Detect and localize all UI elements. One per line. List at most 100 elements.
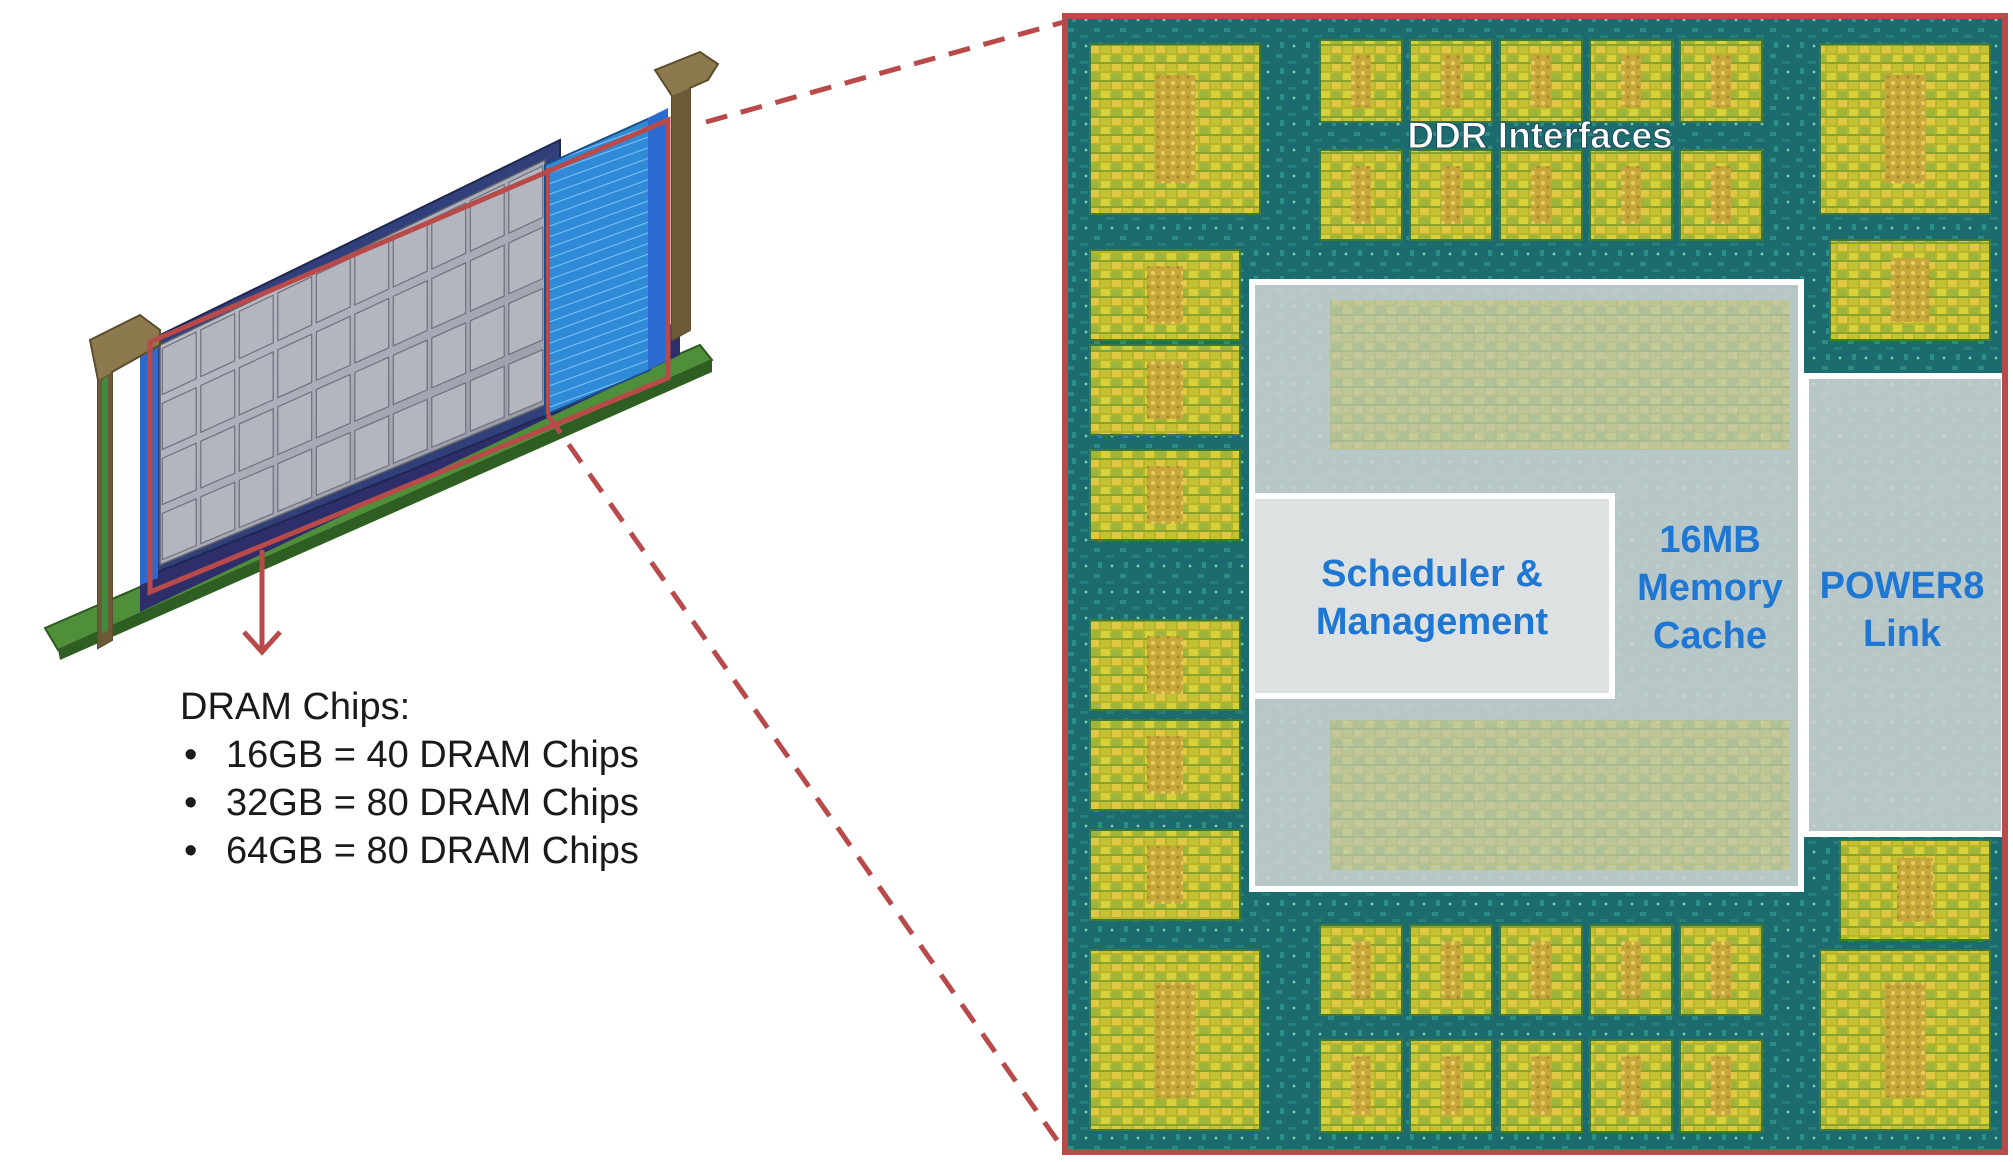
bullet-mark: •	[184, 830, 198, 872]
dram-chip	[200, 481, 236, 545]
logic-block	[1409, 1039, 1493, 1133]
dimm-latch-right	[653, 50, 720, 342]
bullet-mark: •	[184, 782, 198, 824]
io-cell	[1351, 1056, 1371, 1116]
callout-arrow	[242, 550, 282, 656]
io-cell	[1890, 258, 1930, 322]
cache-label-line2: Memory	[1637, 567, 1783, 609]
bullet-mark: •	[184, 734, 198, 776]
scheduler-label-line2: Management	[1316, 601, 1549, 643]
dimm-pcb-edge	[58, 360, 712, 660]
die-highlight-frame	[1062, 13, 2008, 1155]
zoom-lines	[545, 19, 1067, 1152]
io-cell	[1531, 166, 1551, 224]
io-cell	[1441, 166, 1461, 224]
io-cell	[1621, 941, 1641, 999]
capacity-text: 16GB = 40 DRAM Chips	[226, 734, 639, 776]
io-cell	[1711, 54, 1731, 108]
dram-chip	[354, 356, 390, 423]
io-cell	[1531, 54, 1551, 108]
dram-chip-grid	[161, 165, 544, 561]
logic-block	[1839, 839, 1991, 941]
dram-chip	[469, 365, 505, 433]
die-logic-blocks	[1089, 39, 1991, 1133]
dram-chip	[431, 261, 467, 330]
dram-chip	[508, 348, 544, 417]
dram-chip	[238, 407, 274, 473]
caption-heading: DRAM Chips:	[180, 686, 411, 728]
dimm-latch-left	[88, 313, 161, 650]
dram-chip	[508, 287, 544, 356]
power8-label-line1: POWER8	[1820, 565, 1985, 607]
dram-chip	[469, 304, 505, 373]
logic-block	[1319, 1039, 1403, 1133]
capacity-text: 64GB = 80 DRAM Chips	[226, 830, 639, 872]
scheduler-label-line1: Scheduler &	[1321, 553, 1543, 595]
io-cell	[1884, 982, 1926, 1098]
dram-chip	[161, 497, 197, 561]
dram-chip	[315, 373, 351, 439]
logic-block	[1589, 1039, 1673, 1133]
io-cell	[1711, 1056, 1731, 1116]
dram-chip	[161, 386, 197, 451]
dram-chip	[238, 294, 274, 360]
dram-chip	[315, 431, 351, 497]
io-cell	[1351, 166, 1371, 224]
capacity-text: 32GB = 80 DRAM Chips	[226, 782, 639, 824]
dimm-module	[43, 50, 720, 660]
io-cell	[1147, 636, 1183, 694]
dram-chip	[508, 226, 544, 295]
dram-chip	[200, 368, 236, 434]
buffer-chip-die: DDR Interfaces Scheduler & Management 16…	[1062, 13, 2008, 1155]
io-cell	[1711, 941, 1731, 999]
dram-chip	[277, 390, 313, 456]
capacity-item-32gb: • 32GB = 80 DRAM Chips	[180, 779, 639, 827]
dram-chip	[392, 339, 428, 406]
dram-chip	[431, 321, 467, 389]
dimm-blue-side-right	[648, 108, 668, 370]
io-cell	[1147, 466, 1183, 524]
cache-array-texture	[1330, 300, 1790, 870]
dram-chip	[277, 333, 313, 399]
io-cell	[1147, 846, 1183, 904]
io-cell	[1154, 74, 1196, 184]
io-cell	[1441, 941, 1461, 999]
cache-label-line3: Cache	[1653, 615, 1767, 657]
dram-chip	[200, 425, 236, 489]
dram-chip	[315, 315, 351, 382]
io-cell	[1621, 1056, 1641, 1116]
chip-highlight-outline	[147, 116, 671, 596]
dram-chip	[277, 275, 313, 342]
dram-chip	[277, 448, 313, 513]
dram-chip	[392, 398, 428, 465]
dram-chip	[238, 351, 274, 416]
scheduler-management-region	[1249, 493, 1615, 699]
io-cell	[1147, 266, 1183, 324]
io-cell	[1621, 54, 1641, 108]
io-cell	[1897, 858, 1933, 922]
dram-chip	[238, 464, 274, 529]
dram-chip	[431, 381, 467, 449]
io-cell	[1531, 1056, 1551, 1116]
io-cell	[1711, 166, 1731, 224]
io-cell	[1531, 941, 1551, 999]
dram-chip	[354, 415, 390, 481]
dram-chip	[392, 279, 428, 347]
dram-chip	[200, 312, 236, 378]
capacity-item-64gb: • 64GB = 80 DRAM Chips	[180, 827, 639, 875]
io-cell	[1884, 74, 1926, 184]
io-cell	[1147, 361, 1183, 419]
io-cell	[1351, 54, 1371, 108]
dram-chip	[161, 442, 197, 506]
dimm-heat-spreader	[544, 116, 651, 417]
dram-chip-caption: DRAM Chips: • 16GB = 40 DRAM Chips • 32G…	[180, 683, 639, 875]
io-cell	[1351, 941, 1371, 999]
io-cell	[1147, 736, 1183, 794]
power8-label-line2: Link	[1863, 613, 1942, 655]
cache-label-line1: 16MB	[1659, 519, 1760, 561]
io-cell	[1154, 982, 1196, 1098]
dram-chip	[354, 297, 390, 364]
io-cell	[1621, 166, 1641, 224]
dram-chip	[469, 244, 505, 313]
